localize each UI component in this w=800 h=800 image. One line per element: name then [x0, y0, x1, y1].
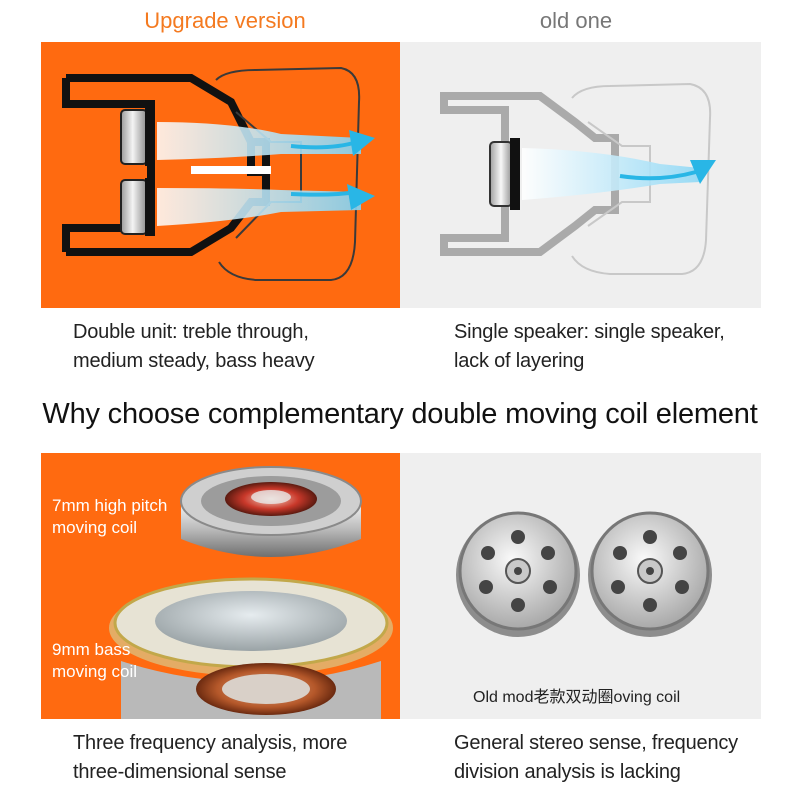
- coil-caption-line-1: Three frequency analysis, more: [73, 732, 348, 754]
- old-coil-left: [456, 511, 580, 637]
- old-diagram-panel: [400, 42, 761, 308]
- upgrade-caption-line-1: Double unit: treble through,: [73, 321, 309, 343]
- old-caption: Single speaker: single speaker, lack of …: [454, 318, 774, 376]
- old-dual-coil-illustration: [456, 511, 712, 637]
- section-heading: Why choose complementary double moving c…: [42, 398, 758, 430]
- dual-driver-earphone-diagram: [62, 66, 375, 281]
- high-pitch-coil-label-line-2: moving coil: [52, 518, 138, 537]
- old-one-title: old one: [539, 8, 613, 33]
- bass-coil-label: 9mm bass moving coil: [52, 639, 137, 683]
- old-coil-caption-line-1: General stereo sense, frequency: [454, 732, 738, 754]
- single-driver-earphone-diagram: [440, 82, 716, 275]
- coil-caption: Three frequency analysis, more three-dim…: [73, 729, 393, 787]
- high-pitch-coil-label: 7mm high pitch moving coil: [52, 495, 167, 539]
- coil-caption-line-2: three-dimensional sense: [73, 761, 287, 783]
- upgrade-diagram-panel: [41, 42, 400, 308]
- bass-coil-label-line-2: moving coil: [52, 662, 138, 681]
- upgrade-caption: Double unit: treble through, medium stea…: [73, 318, 393, 376]
- old-coil-right: [588, 511, 712, 637]
- upgrade-caption-line-2: medium steady, bass heavy: [73, 350, 315, 372]
- dual-coil-illustration: [109, 466, 393, 719]
- bass-coil-label-line-1: 9mm bass: [52, 640, 131, 659]
- old-caption-line-2: lack of layering: [454, 350, 585, 372]
- old-caption-line-1: Single speaker: single speaker,: [454, 321, 725, 343]
- upgrade-version-title: Upgrade version: [144, 8, 306, 33]
- old-coil-caption-line-2: division analysis is lacking: [454, 761, 681, 783]
- coil-panel: 7mm high pitch moving coil 9mm bass movi…: [41, 453, 400, 719]
- high-pitch-coil-label-line-1: 7mm high pitch: [52, 496, 168, 515]
- old-coils-panel: Old mod老款双动圈oving coil: [400, 453, 761, 719]
- old-coil-label: Old mod老款双动圈oving coil: [473, 689, 681, 706]
- old-coil-caption: General stereo sense, frequency division…: [454, 729, 774, 787]
